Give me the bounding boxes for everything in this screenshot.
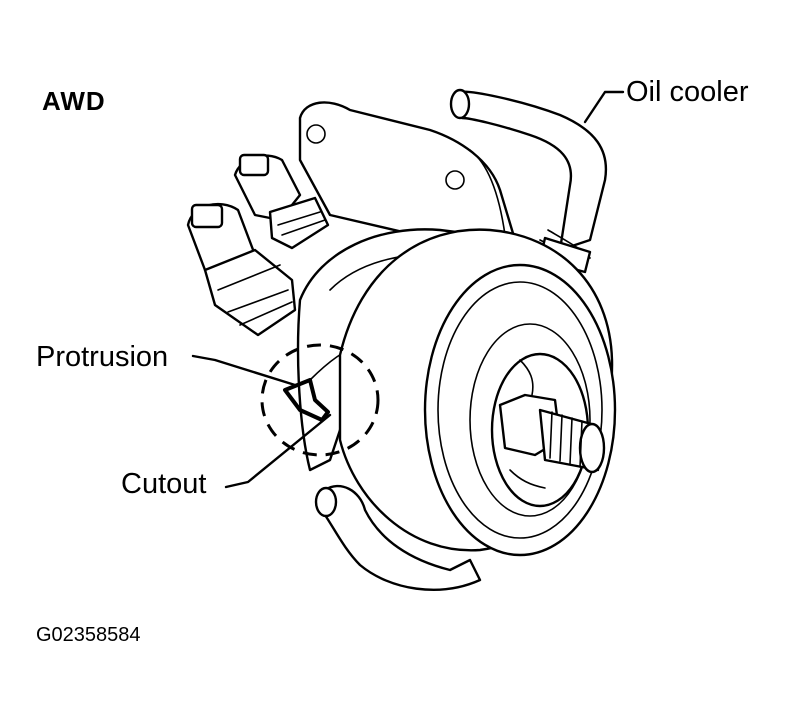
mounting-flange: [298, 101, 517, 252]
oil-cooler-pipe-upper: [449, 88, 608, 274]
cutout-leader: [224, 413, 332, 489]
protrusion-leader: [191, 354, 297, 387]
oil-cooler-leader: [583, 90, 625, 124]
sensor-connector-lower: [186, 202, 297, 337]
diagram-title: AWD: [42, 86, 106, 116]
center-bolt: [498, 393, 606, 474]
detail-highlight-circle: [260, 343, 380, 457]
figure-code: G02358584: [36, 624, 141, 646]
label-cutout: Cutout: [121, 468, 207, 500]
oil-cooler-pipe-lower: [314, 484, 482, 591]
sensor-connector-upper: [233, 153, 330, 250]
label-protrusion: Protrusion: [36, 341, 169, 373]
label-oil-cooler: Oil cooler: [626, 76, 749, 108]
protrusion-tab: [283, 378, 330, 422]
cooler-drum: [338, 228, 617, 557]
